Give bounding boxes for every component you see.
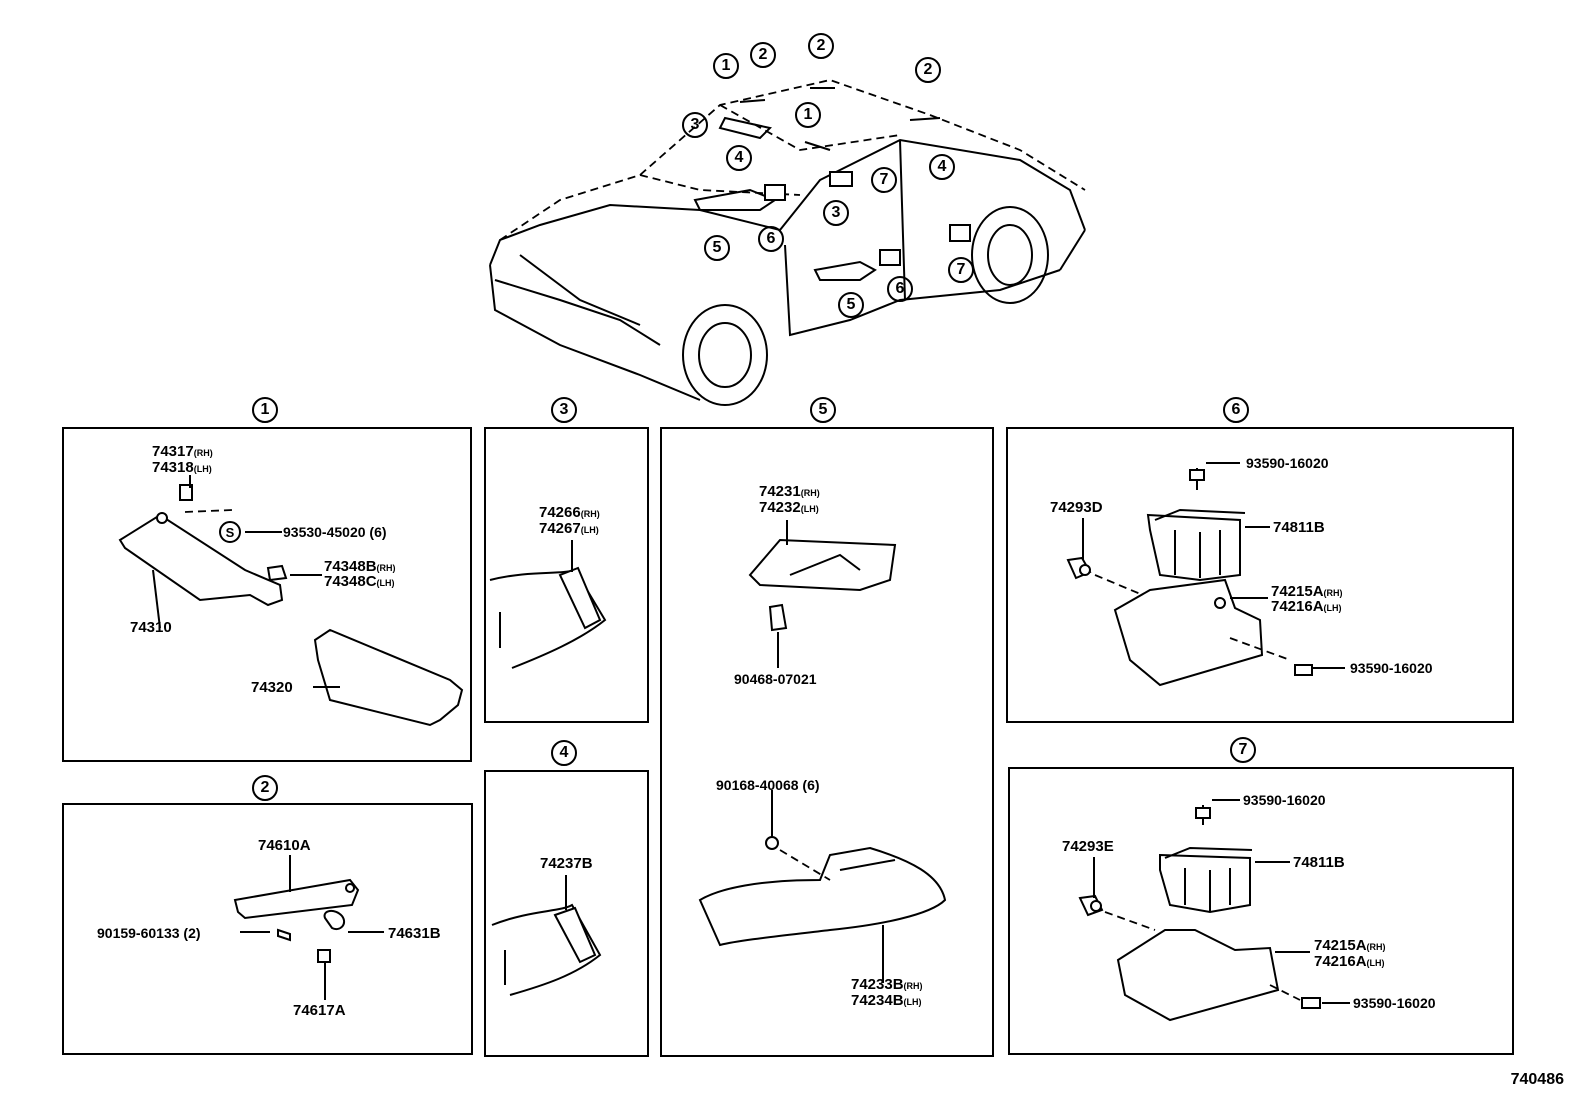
part-74215A[interactable]: 74215A(RH) <box>1314 938 1386 953</box>
car-illustration <box>489 79 1086 406</box>
part-74320[interactable]: 74320 <box>251 679 293 696</box>
part-90159-60133[interactable]: 90159-60133 (2) <box>97 925 201 941</box>
part-suffix: (RH) <box>193 448 213 458</box>
part-93590-16020-bottom[interactable]: 93590-16020 <box>1353 995 1436 1011</box>
s7-drawing <box>1078 799 1350 1022</box>
part-suffix: (RH) <box>1366 942 1386 952</box>
part-code: 74267 <box>539 520 581 537</box>
part-74610A[interactable]: 74610A <box>258 837 311 854</box>
part-code: 74317 <box>152 443 194 460</box>
part-93590-16020-top[interactable]: 93590-16020 <box>1243 792 1326 808</box>
part-74237B[interactable]: 74237B <box>540 855 593 872</box>
section-6-panel <box>1006 427 1514 723</box>
part-74266[interactable]: 74266(RH) <box>539 505 600 520</box>
car-callout-5b[interactable]: 5 <box>838 292 864 318</box>
part-code: 74215A <box>1271 583 1324 600</box>
part-suffix: (RH) <box>580 509 600 519</box>
part-suffix: (RH) <box>903 981 923 991</box>
part-suffix: (LH) <box>376 578 395 588</box>
part-code: 74266 <box>539 504 581 521</box>
part-74267[interactable]: 74267(LH) <box>539 521 599 536</box>
part-suffix: (LH) <box>580 525 599 535</box>
s3-drawing <box>489 540 607 669</box>
car-callout-1[interactable]: 1 <box>713 53 739 79</box>
car-callout-2[interactable]: 2 <box>750 42 776 68</box>
s-badge-icon: S <box>219 521 241 543</box>
part-suffix: (LH) <box>1323 603 1342 613</box>
part-code: 74216A <box>1271 598 1324 615</box>
part-93590-16020-bottom[interactable]: 93590-16020 <box>1350 660 1433 676</box>
part-74348C[interactable]: 74348C(LH) <box>324 574 395 589</box>
part-74232[interactable]: 74232(LH) <box>759 500 819 515</box>
s5-drawing <box>698 520 947 983</box>
part-suffix: (LH) <box>903 997 922 1007</box>
section-4-number: 4 <box>551 740 577 766</box>
part-74216A[interactable]: 74216A(LH) <box>1271 599 1342 614</box>
car-callout-3[interactable]: 3 <box>682 112 708 138</box>
part-suffix: (RH) <box>1323 588 1343 598</box>
part-74631B[interactable]: 74631B <box>388 925 441 942</box>
part-suffix: (LH) <box>193 464 212 474</box>
s6-drawing <box>1066 462 1345 687</box>
car-callout-2b[interactable]: 2 <box>808 33 834 59</box>
part-74318[interactable]: 74318(LH) <box>152 460 212 475</box>
part-code: 74348C <box>324 573 377 590</box>
section-1-number: 1 <box>252 397 278 423</box>
part-74234B[interactable]: 74234B(LH) <box>851 993 922 1008</box>
section-2-number: 2 <box>252 775 278 801</box>
section-7-number: 7 <box>1230 737 1256 763</box>
part-code: 74215A <box>1314 937 1367 954</box>
section-3-number: 3 <box>551 397 577 423</box>
part-74811B[interactable]: 74811B <box>1293 854 1345 871</box>
part-74215A[interactable]: 74215A(RH) <box>1271 584 1343 599</box>
part-74216A[interactable]: 74216A(LH) <box>1314 954 1385 969</box>
car-callout-2c[interactable]: 2 <box>915 57 941 83</box>
car-callout-4[interactable]: 4 <box>726 145 752 171</box>
car-callout-4b[interactable]: 4 <box>929 154 955 180</box>
part-suffix: (LH) <box>1366 958 1385 968</box>
part-code: 74348B <box>324 558 377 575</box>
part-code: 74216A <box>1314 953 1367 970</box>
s1-drawing <box>118 475 464 727</box>
part-74231[interactable]: 74231(RH) <box>759 484 820 499</box>
part-90168-40068[interactable]: 90168-40068 (6) <box>716 777 820 793</box>
car-callout-7[interactable]: 7 <box>871 167 897 193</box>
s4-drawing <box>491 875 602 996</box>
section-5-panel <box>660 427 994 1057</box>
car-callout-3b[interactable]: 3 <box>823 200 849 226</box>
part-74293E[interactable]: 74293E <box>1062 838 1114 855</box>
part-74233B[interactable]: 74233B(RH) <box>851 977 923 992</box>
part-suffix: (RH) <box>800 488 820 498</box>
part-74348B[interactable]: 74348B(RH) <box>324 559 396 574</box>
car-callout-5[interactable]: 5 <box>704 235 730 261</box>
section-2-panel <box>62 803 473 1055</box>
s2-drawing <box>233 855 384 1000</box>
part-suffix: (RH) <box>376 563 396 573</box>
diagram-code: 740486 <box>1510 1071 1564 1088</box>
part-suffix: (LH) <box>800 504 819 514</box>
part-code: 74231 <box>759 483 801 500</box>
part-code: 74234B <box>851 992 904 1009</box>
section-6-number: 6 <box>1223 397 1249 423</box>
part-code: 74318 <box>152 459 194 476</box>
part-74310[interactable]: 74310 <box>130 619 172 636</box>
part-74293D[interactable]: 74293D <box>1050 499 1103 516</box>
part-code: 74233B <box>851 976 904 993</box>
section-5-number: 5 <box>810 397 836 423</box>
part-74317[interactable]: 74317(RH) <box>152 444 213 459</box>
part-93530-45020[interactable]: 93530-45020 (6) <box>283 524 387 540</box>
car-callout-1b[interactable]: 1 <box>795 102 821 128</box>
part-74811B[interactable]: 74811B <box>1273 519 1325 536</box>
part-74617A[interactable]: 74617A <box>293 1002 346 1019</box>
car-callout-6b[interactable]: 6 <box>887 276 913 302</box>
part-code: 74232 <box>759 499 801 516</box>
part-93590-16020-top[interactable]: 93590-16020 <box>1246 455 1329 471</box>
part-90468-07021[interactable]: 90468-07021 <box>734 671 817 687</box>
